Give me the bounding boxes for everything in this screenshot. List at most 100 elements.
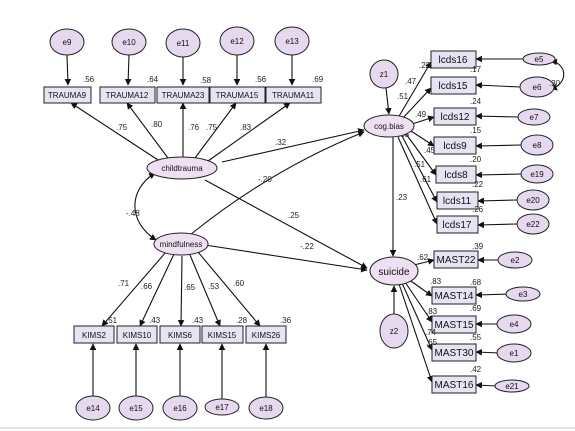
- indicator-label: TRAUMA11: [272, 91, 315, 100]
- lcds-measurement: lcds16 lcds15 lcds12 lcds9 lcds8 lcds11 …: [397, 50, 565, 235]
- path-mindfulness-suicide: [204, 244, 368, 273]
- error-e17: [204, 398, 240, 416]
- error-label: e15: [129, 404, 143, 413]
- loading-value: .47: [405, 77, 417, 86]
- loading-value: .74: [425, 328, 437, 337]
- r2-value: .58: [200, 76, 212, 85]
- error-label: e8: [533, 141, 542, 150]
- path-childtrauma-suicide: [204, 179, 368, 269]
- kims-measurement: KIMS2 KIMS10 KIMS6 KIMS15 KIMS26 e14 e15…: [73, 251, 292, 421]
- mast-measurement: MAST22 MAST14 MAST15 MAST30 MAST16 e2 e3…: [398, 242, 541, 394]
- error-label: e18: [259, 404, 273, 413]
- indicator-label: KIMS15: [208, 331, 237, 340]
- r2-value: .42: [470, 365, 482, 374]
- indicator-MAST30: [431, 343, 477, 362]
- indicator-TRAUMA15: [209, 86, 266, 104]
- error-e13: [274, 26, 310, 56]
- error-e7: [517, 108, 551, 126]
- indicator-label: lcds8: [444, 170, 468, 181]
- indicator-TRAUMA23: [156, 86, 210, 104]
- error-label: e13: [285, 37, 299, 46]
- indicator-lcds15: [430, 76, 477, 95]
- coef-mindfulness-cogbias: -.20: [258, 175, 272, 184]
- indicator-label: TRAUMA23: [162, 91, 205, 100]
- indicator-KIMS15: [201, 325, 244, 344]
- structural-paths: [134, 87, 398, 314]
- indicator-lcds11: [436, 191, 479, 210]
- error-e16: [162, 395, 198, 421]
- trauma-measurement: e9 e10 e11 e12 e13 TRAUMA9 TRAUMA12 TRAU…: [43, 26, 324, 162]
- coef-mindfulness-suicide: -.22: [300, 242, 314, 251]
- loading-value: .65: [184, 283, 196, 292]
- loading-value: .49: [415, 110, 427, 119]
- indicator-label: KIMS2: [82, 331, 107, 340]
- error-label: e10: [122, 38, 136, 47]
- error-label: e12: [230, 37, 244, 46]
- error-label: e1: [510, 349, 519, 358]
- latent-variables: childtrauma mindfulness cog.bias suicide…: [146, 59, 419, 349]
- loading-value: .60: [233, 279, 245, 288]
- error-e2: [497, 251, 533, 269]
- error-e5: [522, 52, 556, 66]
- indicator-label: lcds15: [439, 81, 468, 92]
- indicator-MAST22: [433, 250, 479, 269]
- covariance-e5-e6: [550, 58, 565, 91]
- loading-value: .61: [420, 175, 432, 184]
- loading-value: .51: [414, 160, 426, 169]
- indicator-lcds12: [433, 107, 477, 126]
- error-label: e9: [63, 38, 72, 47]
- r2-value: .43: [192, 316, 204, 325]
- error-label: e14: [86, 404, 100, 413]
- indicator-label: lcds17: [443, 220, 472, 231]
- indicator-label: KIMS6: [168, 331, 193, 340]
- path-childtrauma-cogbias: [221, 128, 365, 163]
- error-e22: [516, 213, 550, 235]
- loading-value: .45: [424, 146, 436, 155]
- indicator-MAST16: [431, 375, 477, 394]
- latent-label: suicide: [378, 267, 410, 278]
- r2-value: .39: [472, 242, 484, 251]
- error-label: e11: [177, 39, 190, 48]
- error-e4: [496, 314, 532, 334]
- indicator-lcds9: [433, 136, 477, 155]
- indicator-KIMS2: [73, 325, 115, 344]
- error-e6: [519, 76, 555, 98]
- loading-value: .76: [188, 123, 200, 132]
- r2-value: .20: [470, 155, 482, 164]
- loading-value: .51: [397, 92, 409, 101]
- latent-suicide: [369, 256, 419, 286]
- indicator-KIMS26: [245, 325, 287, 344]
- r2-value: .64: [147, 75, 159, 84]
- indicator-label: KIMS26: [252, 331, 281, 340]
- indicator-TRAUMA12: [99, 86, 156, 104]
- coef-childtrauma-cogbias: .32: [275, 138, 287, 147]
- error-e21: [494, 379, 530, 393]
- latent-label: mindfulness: [160, 240, 203, 249]
- indicator-label: lcds16: [439, 55, 468, 66]
- latent-childtrauma: [146, 156, 218, 180]
- error-label: e21: [505, 382, 519, 391]
- residual-covariance: .30: [549, 79, 561, 88]
- r2-value: .69: [312, 75, 324, 84]
- error-e1: [496, 343, 532, 363]
- indicator-KIMS10: [116, 325, 158, 344]
- path-z1-cogbias: [385, 87, 392, 115]
- coef-childtrauma-suicide: .25: [288, 211, 300, 220]
- error-label: e5: [535, 55, 544, 64]
- r2-value: .56: [83, 75, 95, 84]
- error-e12: [219, 26, 255, 56]
- indicator-label: MAST30: [435, 348, 474, 359]
- indicator-KIMS6: [159, 325, 201, 344]
- error-label: e17: [215, 403, 229, 412]
- latent-label: childtrauma: [161, 164, 203, 173]
- loading-value: .65: [426, 338, 438, 347]
- error-label: e2: [511, 256, 520, 265]
- error-e20: [516, 189, 550, 211]
- indicator-label: MAST16: [435, 380, 474, 391]
- error-e9: [49, 28, 85, 56]
- r2-value: .43: [149, 316, 161, 325]
- error-label: e16: [173, 404, 187, 413]
- error-label: e20: [526, 196, 540, 205]
- r2-value: .55: [470, 333, 482, 342]
- r2-value: .56: [255, 75, 267, 84]
